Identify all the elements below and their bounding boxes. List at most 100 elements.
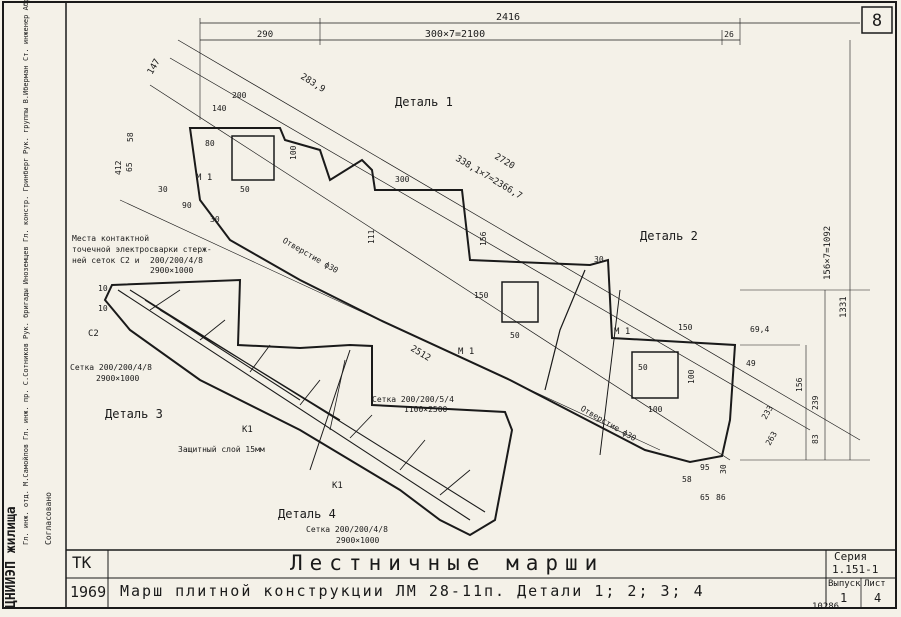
dim-90: 90 (182, 201, 192, 210)
protective-cover-note: Защитный слой 15мм (178, 445, 265, 454)
dim-50-c: 50 (638, 363, 648, 372)
weld-note-line3: ней сеток С2 и (72, 256, 140, 265)
stamp-approved-label: Согласовано (44, 492, 53, 545)
dim-263: 263 (764, 430, 779, 447)
dim-49: 49 (746, 359, 756, 368)
weld-note-mesh2: 2900×1000 (150, 266, 194, 275)
dim-156-a: 156 (479, 231, 488, 246)
stamp-column: Согласовано (44, 0, 66, 545)
label-detail2: Деталь 2 (640, 229, 698, 243)
signature-entry: Ст. инженер Абрамкина (22, 0, 30, 62)
series-label: Серия (834, 550, 868, 563)
diagonal-dimensions (119, 39, 861, 461)
dim-95: 95 (700, 463, 710, 472)
dim-58-b: 58 (682, 475, 692, 484)
dim-80: 80 (205, 139, 215, 148)
weld-note-mesh1: 200/200/4/8 (150, 256, 203, 265)
sheet-number: 8 (872, 11, 882, 31)
title-main: Лестничные марши (290, 551, 605, 575)
title-sub: Марш плитной конструкции ЛМ 28-11п. Дета… (120, 582, 705, 600)
dim-58: 58 (126, 132, 135, 142)
mesh-crossbars (149, 289, 471, 496)
signature-entry: Гл. инж. пр. С.Сотников (22, 342, 30, 440)
label-k1-a: К1 (242, 425, 253, 435)
dim-100-c: 100 (648, 405, 663, 414)
weld-note-line1: Места контактной (72, 234, 149, 243)
signature-column: Гл. инж. отд. М.СамойловГл. инж. пр. С.С… (22, 0, 44, 545)
mesh-c-line1: Сетка 200/200/4/8 (306, 525, 388, 534)
weld-note-line2: точечной электросварки стерж- (72, 245, 212, 254)
dim-50-b: 50 (510, 331, 520, 340)
outer-frame (2, 1, 897, 609)
slab-break-curve (544, 269, 586, 391)
dim-200: 200 (232, 91, 247, 100)
dim-30-b: 30 (210, 215, 220, 224)
label-detail4: Деталь 4 (278, 507, 336, 521)
dim-69: 69,4 (750, 325, 769, 334)
dim-30-c: 30 (594, 255, 604, 264)
label-m1-a: М 1 (196, 173, 212, 183)
dim-30-a: 30 (158, 185, 168, 194)
dim-10-a: 10 (98, 284, 108, 293)
dim-83: 83 (811, 434, 820, 444)
dim-233: 233 (760, 404, 775, 421)
issue-value: 1 (840, 591, 848, 605)
label-m1-b: М 1 (458, 347, 474, 357)
dim-26: 26 (724, 30, 734, 39)
signature-entry: Гл. констр. Гринберг (22, 157, 30, 243)
mesh-b-line2: 1100×2500 (404, 405, 448, 414)
dim-147: 147 (146, 57, 163, 76)
mesh-a-line1: Сетка 200/200/4/8 (70, 363, 152, 372)
mesh-c-line2: 2900×1000 (336, 536, 380, 545)
title-block-lines (66, 549, 896, 608)
label-hole1: Отверстие ф30 (281, 236, 340, 275)
title-year: 1969 (70, 583, 107, 601)
dim-30-d: 30 (719, 464, 728, 474)
series-value: 1.151-1 (832, 563, 879, 576)
dim-86: 86 (716, 493, 726, 502)
dim-412: 412 (114, 160, 123, 175)
dim-65: 65 (125, 162, 134, 172)
dim-300x7: 300×7=2100 (425, 29, 485, 40)
plate-m1-detail2 (631, 351, 679, 399)
dim-100-b: 100 (687, 369, 696, 384)
sheet-value: 4 (874, 591, 882, 605)
dim-283: 283,9 (298, 72, 326, 95)
dim-2512: 2512 (408, 344, 432, 364)
signature-entry: Рук. группы В.Иберман (22, 65, 30, 154)
dim-1331: 1331 (839, 296, 849, 318)
mesh-b-line1: Сетка 200/200/5/4 (372, 395, 454, 404)
dim-100: 100 (289, 145, 298, 160)
dim-239: 239 (811, 395, 820, 410)
label-hole2: Отверстие ф30 (579, 404, 638, 443)
top-dimensions (199, 18, 860, 120)
label-c2: С2 (88, 329, 99, 339)
dim-2416: 2416 (496, 12, 520, 23)
sheet-number-box (861, 6, 893, 34)
archive-number: 10286 (812, 602, 840, 612)
dim-1092: 156×7=1092 (823, 226, 833, 280)
label-m1-c: М 1 (614, 327, 630, 337)
dim-150-a: 150 (474, 291, 489, 300)
stair-slab-outline (188, 127, 737, 464)
slab-break-line (599, 289, 621, 456)
sheet-label: Лист (864, 579, 886, 589)
mesh-a-line2: 2900×1000 (96, 374, 140, 383)
dim-300: 300 (395, 175, 410, 184)
dim-65-b: 65 (700, 493, 710, 502)
mesh-rods (117, 289, 486, 521)
dim-150-b: 150 (678, 323, 693, 332)
detail2-dim-lines (740, 40, 870, 461)
dim-10-b: 10 (98, 304, 108, 313)
cage-break-line-2 (329, 359, 346, 431)
plate-m1-detail1 (231, 135, 275, 181)
signature-entry: Рук. бригады Иноземцев (22, 246, 30, 339)
reinforcement-outline (103, 278, 514, 537)
dim-111: 111 (367, 229, 376, 244)
dim-156-b: 156 (795, 377, 804, 392)
title-code: ТК (72, 553, 92, 572)
label-detail1: Деталь 1 (395, 95, 453, 109)
cage-break-line (309, 349, 351, 471)
